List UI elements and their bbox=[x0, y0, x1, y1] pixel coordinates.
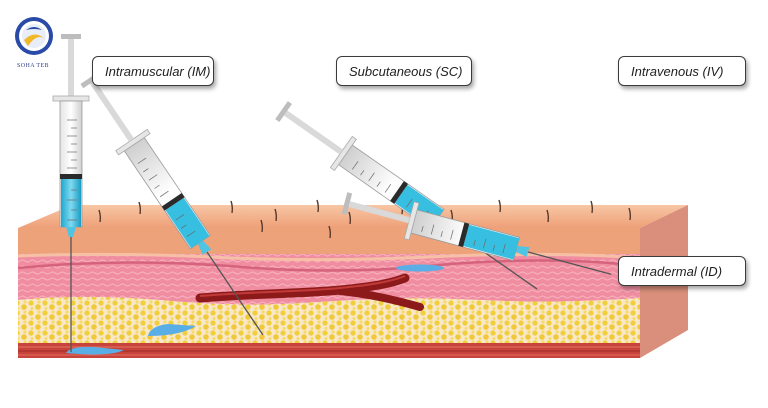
plunger-seal bbox=[458, 222, 470, 248]
plunger-rod bbox=[89, 80, 134, 142]
plunger-cap bbox=[61, 34, 81, 39]
plunger-rod bbox=[283, 110, 344, 155]
medication-deposits bbox=[66, 264, 444, 355]
finger-flange bbox=[403, 201, 420, 241]
label-intradermal: Intradermal (ID) bbox=[618, 256, 746, 286]
syringe-fluid bbox=[463, 224, 520, 260]
needle-hub bbox=[197, 240, 212, 255]
subcutaneous-deposit bbox=[148, 324, 196, 336]
intradermal-deposit bbox=[396, 264, 444, 272]
intramuscular-deposit bbox=[66, 346, 124, 355]
skin-block bbox=[17, 205, 688, 358]
label-subcutaneous: Subcutaneous (SC) bbox=[336, 56, 472, 86]
needle-hub bbox=[66, 227, 76, 237]
finger-flange bbox=[52, 95, 90, 102]
logo-text: SOHA TEB bbox=[17, 63, 49, 69]
label-intramuscular: Intramuscular (IM) bbox=[92, 56, 214, 86]
dermis-wavy-band bbox=[17, 259, 641, 272]
barrel-graduations bbox=[137, 157, 196, 237]
subcutaneous-syringe bbox=[80, 71, 264, 336]
syringe-fluid bbox=[165, 197, 210, 249]
epidermis-surface bbox=[18, 205, 688, 228]
soha-teb-logo-icon bbox=[15, 17, 53, 55]
intramuscular-syringe bbox=[52, 34, 90, 352]
label-intravenous: Intravenous (IV) bbox=[618, 56, 746, 86]
intradermal-syringe bbox=[341, 192, 612, 275]
plunger-rod bbox=[348, 201, 410, 224]
plunger-cap bbox=[341, 192, 353, 215]
epidermis-layer bbox=[18, 228, 640, 254]
barrel-graduations bbox=[421, 224, 506, 254]
barrel-graduations bbox=[67, 119, 77, 221]
syringe-needle bbox=[527, 251, 612, 275]
needle-hub bbox=[515, 245, 530, 257]
plunger-seal bbox=[60, 174, 82, 179]
epidermis-boundary bbox=[17, 252, 641, 262]
plunger-seal bbox=[390, 181, 409, 204]
plunger-cap bbox=[275, 101, 292, 123]
vein bbox=[195, 273, 424, 311]
subcutaneous-fat-layer bbox=[18, 297, 640, 343]
plunger-rod bbox=[68, 39, 74, 97]
plunger-seal bbox=[161, 193, 185, 211]
syringe-needle bbox=[206, 251, 264, 336]
dermis-layer bbox=[18, 254, 640, 305]
